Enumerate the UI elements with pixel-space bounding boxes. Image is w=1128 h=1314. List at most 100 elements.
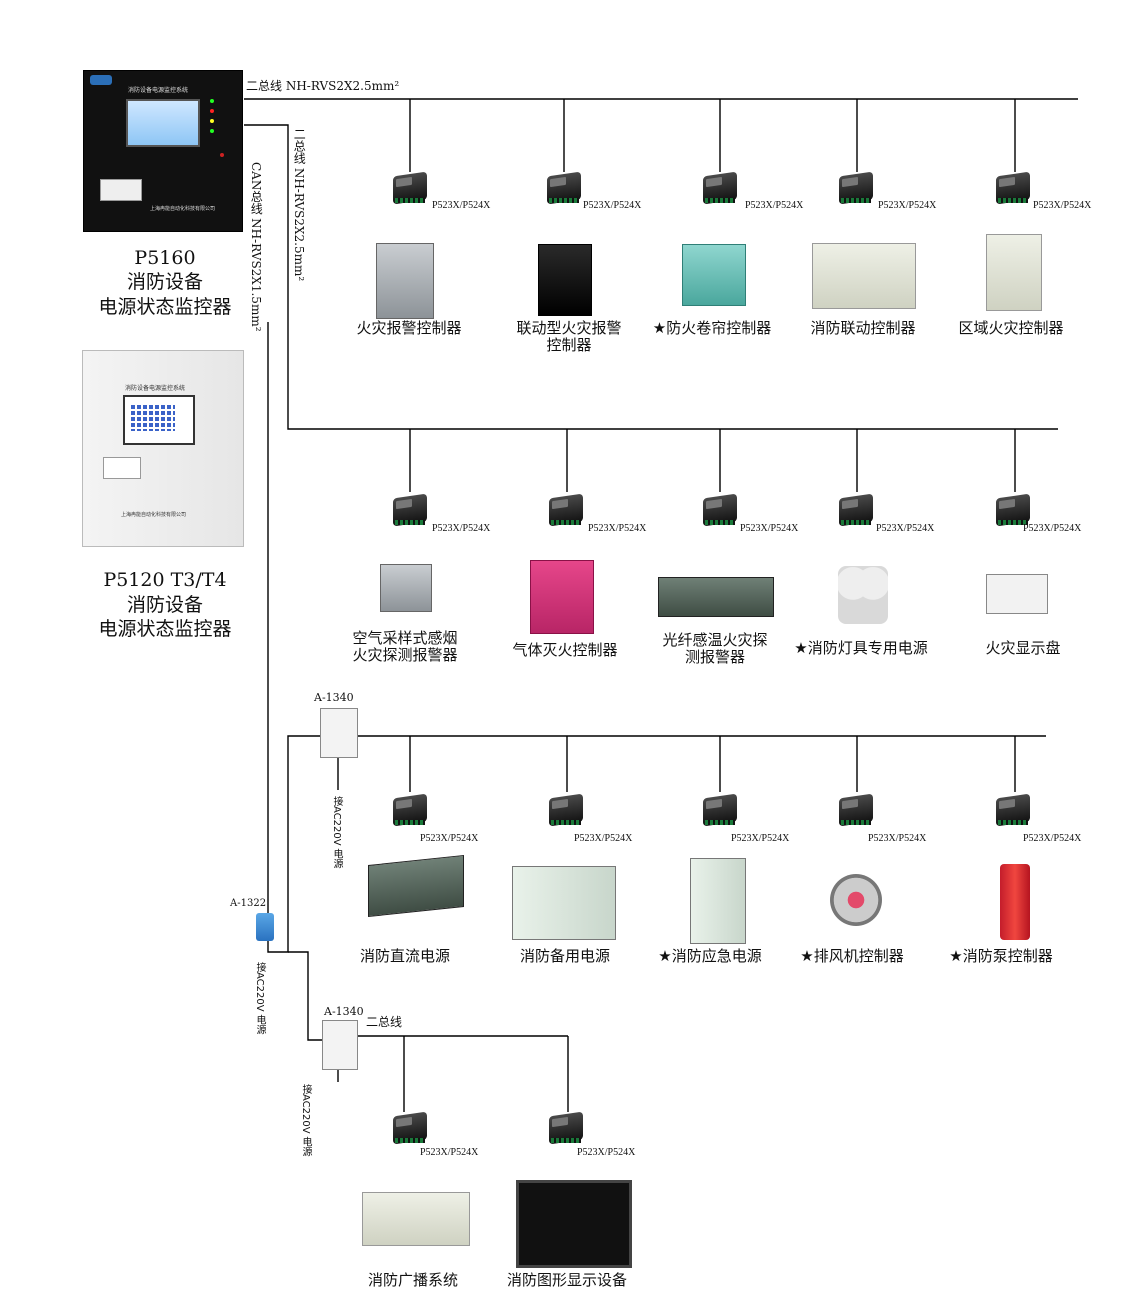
p5120-screen bbox=[123, 395, 195, 445]
module-model-label: P523X/P524X bbox=[876, 523, 935, 534]
a1340-label-2: A-1340 bbox=[324, 1005, 364, 1018]
can-bus-label: CAN总线 NH-RVS2X1.5mm² bbox=[249, 162, 264, 332]
monitor-module-icon bbox=[700, 790, 740, 828]
module-model-label: P523X/P524X bbox=[878, 200, 937, 211]
monitor-module-icon bbox=[993, 490, 1033, 528]
module-model-label: P523X/P524X bbox=[432, 523, 491, 534]
p5120-slot bbox=[103, 457, 141, 479]
monitor-module-icon bbox=[546, 490, 586, 528]
device-label: 区域火灾控制器 bbox=[958, 319, 1064, 337]
fire-dc-power-image bbox=[368, 854, 464, 918]
device-label: 消防直流电源 bbox=[359, 947, 450, 965]
fire-linkage-controller-image bbox=[812, 243, 916, 309]
ac220-label-3: 接AC220V 电源 bbox=[300, 1084, 311, 1157]
p5160-screen bbox=[126, 99, 200, 147]
monitor-module-icon bbox=[390, 790, 430, 828]
module-model-label: P523X/P524X bbox=[1033, 200, 1092, 211]
module-model-label: P523X/P524X bbox=[420, 833, 479, 844]
fire-emergency-power-image bbox=[690, 858, 746, 944]
module-model-label: P523X/P524X bbox=[745, 200, 804, 211]
monitor-module-icon bbox=[546, 1108, 586, 1146]
fire-display-panel-image bbox=[986, 574, 1048, 614]
module-model-label: P523X/P524X bbox=[731, 833, 790, 844]
module-model-label: P523X/P524X bbox=[868, 833, 927, 844]
exhaust-fan-controller-image bbox=[830, 874, 882, 926]
device-label: 空气采样式感烟 火灾探测报警器 bbox=[352, 629, 458, 664]
device-label: 火灾报警控制器 bbox=[356, 319, 462, 337]
device-label: ★消防应急电源 bbox=[658, 947, 762, 965]
p5120-panel-title: 消防设备电源监控系统 bbox=[125, 385, 186, 392]
p5160-panel-title: 消防设备电源监控系统 bbox=[128, 87, 189, 94]
module-model-label: P523X/P524X bbox=[432, 200, 491, 211]
monitor-module-icon bbox=[390, 1108, 430, 1146]
monitor-module-icon bbox=[836, 168, 876, 206]
monitor-module-icon bbox=[836, 790, 876, 828]
fiber-temperature-detector-image bbox=[658, 577, 774, 617]
p5160-company: 上海冉能自动化科技有限公司 bbox=[150, 206, 216, 212]
module-model-label: P523X/P524X bbox=[588, 523, 647, 534]
p5160-name: P5160 bbox=[134, 247, 196, 269]
bus-line-2 bbox=[244, 124, 1058, 430]
p5120-name: P5120 T3/T4 bbox=[103, 569, 227, 591]
p5160-line2: 电源状态监控器 bbox=[98, 296, 232, 318]
device-label: ★排风机控制器 bbox=[800, 947, 904, 965]
bus-label-short: 二总线 bbox=[366, 1015, 403, 1029]
p5120-line1: 消防设备 bbox=[126, 594, 203, 616]
p5120-monitor-image: 消防设备电源监控系统 上海冉能自动化科技有限公司 bbox=[82, 350, 244, 547]
brand-logo bbox=[90, 75, 112, 85]
monitor-module-icon bbox=[390, 168, 430, 206]
module-model-label: P523X/P524X bbox=[1023, 523, 1082, 534]
monitor-module-icon bbox=[546, 790, 586, 828]
fire-pump-controller-image bbox=[1000, 864, 1030, 940]
monitor-module-icon bbox=[700, 168, 740, 206]
ac220-label-2: 接AC220V 电源 bbox=[254, 962, 265, 1035]
p5120-line2: 电源状态监控器 bbox=[98, 618, 232, 640]
module-model-label: P523X/P524X bbox=[420, 1147, 479, 1158]
device-label: 联动型火灾报警 控制器 bbox=[516, 319, 622, 354]
device-label: ★防火卷帘控制器 bbox=[652, 319, 772, 337]
device-label: 光纤感温火灾探 测报警器 bbox=[662, 631, 768, 666]
p5120-company: 上海冉能自动化科技有限公司 bbox=[121, 512, 187, 518]
bus-label-vertical: 二总线 NH-RVS2X2.5mm² bbox=[292, 128, 307, 282]
device-label: 气体灭火控制器 bbox=[512, 641, 618, 659]
device-label: ★消防灯具专用电源 bbox=[794, 639, 928, 657]
monitor-module-icon bbox=[993, 168, 1033, 206]
monitor-module-icon bbox=[836, 490, 876, 528]
device-label: ★消防泵控制器 bbox=[949, 947, 1053, 965]
module-model-label: P523X/P524X bbox=[740, 523, 799, 534]
device-label: 消防备用电源 bbox=[519, 947, 610, 965]
device-label: 消防图形显示设备 bbox=[506, 1271, 627, 1289]
monitor-module-icon bbox=[544, 168, 584, 206]
device-label: 消防联动控制器 bbox=[810, 319, 916, 337]
a1322-label: A-1322 bbox=[230, 898, 267, 909]
fire-graphic-display-image bbox=[516, 1180, 632, 1268]
module-model-label: P523X/P524X bbox=[583, 200, 642, 211]
a1340-converter-1 bbox=[320, 708, 358, 758]
p5160-printer-slot bbox=[100, 179, 142, 201]
p5160-monitor-image: 消防设备电源监控系统 上海冉能自动化科技有限公司 bbox=[83, 70, 243, 232]
linkage-fire-alarm-controller-image bbox=[538, 244, 592, 316]
bus-label-top: 二总线 NH-RVS2X2.5mm² bbox=[246, 79, 400, 93]
a1340-label-1: A-1340 bbox=[314, 691, 354, 704]
a1322-converter bbox=[256, 913, 274, 941]
ac220-label-1: 接AC220V 电源 bbox=[331, 796, 342, 869]
module-model-label: P523X/P524X bbox=[577, 1147, 636, 1158]
fire-broadcast-system-image bbox=[362, 1192, 470, 1246]
monitor-module-icon bbox=[700, 490, 740, 528]
air-sampling-detector-image bbox=[380, 564, 432, 612]
fire-backup-power-image bbox=[512, 866, 616, 940]
monitor-module-icon bbox=[993, 790, 1033, 828]
emergency-light-power-image bbox=[838, 566, 888, 624]
gas-extinguishing-controller-image bbox=[530, 560, 594, 634]
regional-fire-controller-image bbox=[986, 234, 1042, 311]
module-model-label: P523X/P524X bbox=[1023, 833, 1082, 844]
device-label: 消防广播系统 bbox=[367, 1271, 458, 1289]
device-label: 火灾显示盘 bbox=[985, 639, 1061, 657]
a1340-converter-2 bbox=[322, 1020, 358, 1070]
monitor-module-icon bbox=[390, 490, 430, 528]
p5160-line1: 消防设备 bbox=[126, 271, 203, 293]
module-model-label: P523X/P524X bbox=[574, 833, 633, 844]
fire-shutter-controller-image bbox=[682, 244, 746, 306]
fire-alarm-controller-image bbox=[376, 243, 434, 319]
